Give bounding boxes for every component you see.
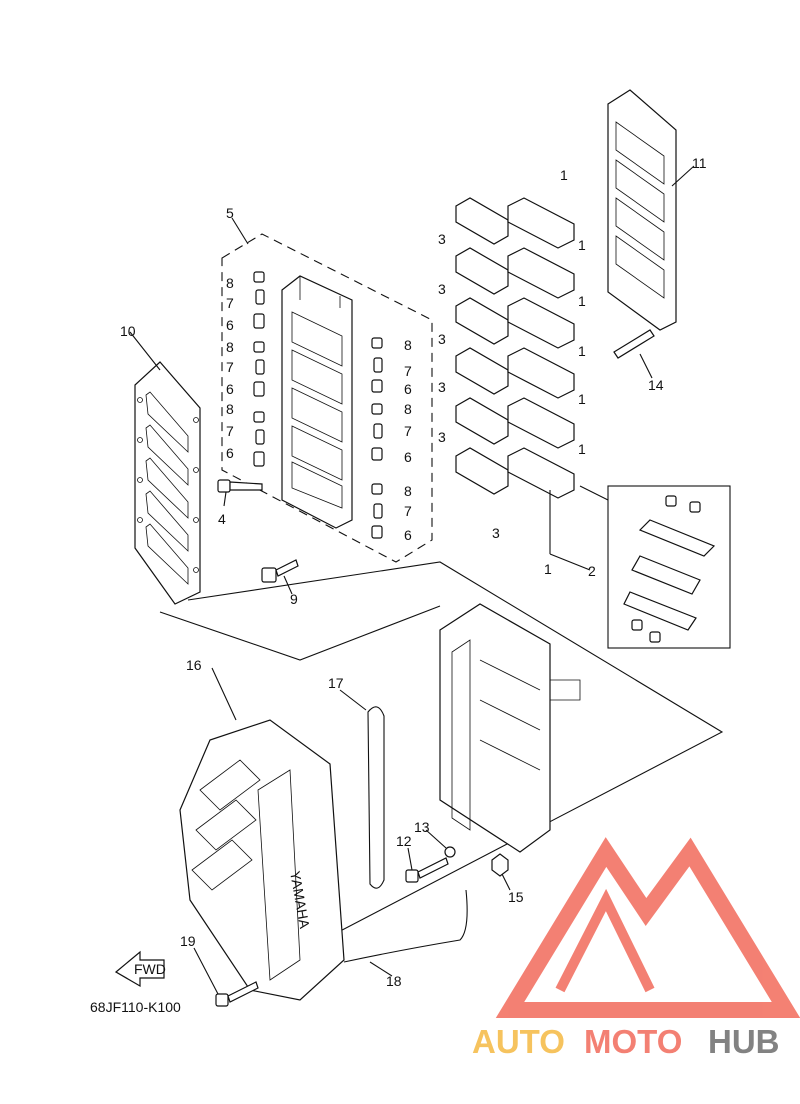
callout-1: 1	[578, 343, 586, 359]
callout-1: 1	[560, 167, 568, 183]
callout-1: 1	[578, 293, 586, 309]
nut-15[interactable]	[491, 853, 509, 877]
callout-6: 6	[226, 381, 234, 397]
intake-manifold[interactable]	[439, 603, 581, 853]
callout-7: 7	[226, 359, 234, 375]
silencer-cover-16[interactable]: YAMAHA	[179, 719, 345, 1001]
callout-6: 6	[226, 317, 234, 333]
callout-8: 8	[226, 401, 234, 417]
fwd-label: FWD	[134, 961, 166, 977]
watermark-moto: MOTO	[584, 1023, 682, 1060]
watermark-auto: AUTO	[472, 1023, 565, 1060]
group-5-outline	[221, 233, 433, 563]
washer-13[interactable]	[444, 846, 456, 858]
callout-1: 1	[578, 237, 586, 253]
hose-18[interactable]	[343, 889, 468, 963]
fittings-left[interactable]	[253, 271, 265, 467]
callout-13: 13	[414, 819, 430, 835]
leader-lines	[129, 165, 695, 995]
diagram-code: 68JF110-K100	[90, 999, 181, 1015]
bolt-9[interactable]	[261, 559, 299, 583]
callout-2: 2	[588, 563, 596, 579]
callout-8: 8	[226, 339, 234, 355]
watermark-triangle	[495, 837, 800, 1018]
callout-8: 8	[404, 483, 412, 499]
callout-3: 3	[438, 331, 446, 347]
bolt-19[interactable]	[215, 981, 259, 1007]
reed-valves-1[interactable]	[507, 197, 575, 499]
callout-9: 9	[290, 591, 298, 607]
callout-6: 6	[404, 381, 412, 397]
callout-4: 4	[218, 511, 226, 527]
callout-12: 12	[396, 833, 412, 849]
callout-1: 1	[578, 441, 586, 457]
callout-15: 15	[508, 889, 524, 905]
callout-6: 6	[404, 527, 412, 543]
callouts: 1 1 1 1 1 1 1 2 3 3 3 3 3 3 4 5 6 6 6 6 …	[120, 155, 707, 989]
watermark-logo: AUTO MOTO HUB	[472, 837, 800, 1060]
seal-17[interactable]	[367, 706, 385, 889]
callout-8: 8	[226, 275, 234, 291]
gasket-10[interactable]	[134, 361, 201, 605]
callout-3: 3	[492, 525, 500, 541]
callout-14: 14	[648, 377, 664, 393]
fittings-right[interactable]	[371, 337, 383, 539]
bolt-4[interactable]	[217, 479, 263, 493]
fwd-arrow: FWD	[114, 950, 166, 988]
callout-6: 6	[404, 449, 412, 465]
callout-1: 1	[544, 561, 552, 577]
callout-3: 3	[438, 379, 446, 395]
callout-10: 10	[120, 323, 136, 339]
callout-3: 3	[438, 281, 446, 297]
callout-5: 5	[226, 205, 234, 221]
callout-3: 3	[438, 429, 446, 445]
gasket-11[interactable]	[607, 89, 677, 331]
stud-14[interactable]	[613, 329, 655, 359]
callout-7: 7	[404, 363, 412, 379]
callout-19: 19	[180, 933, 196, 949]
watermark-inner-mark	[555, 888, 655, 993]
callout-1: 1	[578, 391, 586, 407]
callout-6: 6	[226, 445, 234, 461]
callout-8: 8	[404, 337, 412, 353]
callout-11: 11	[692, 155, 707, 171]
callout-7: 7	[226, 423, 234, 439]
callout-18: 18	[386, 973, 402, 989]
callout-3: 3	[438, 231, 446, 247]
reed-plates-3[interactable]	[455, 197, 509, 495]
callout-7: 7	[404, 423, 412, 439]
detail-inset-2	[607, 485, 731, 649]
reed-valve-plate[interactable]	[281, 275, 353, 529]
watermark-hub: HUB	[708, 1023, 780, 1060]
callout-8: 8	[404, 401, 412, 417]
callout-17: 17	[328, 675, 344, 691]
callout-7: 7	[226, 295, 234, 311]
bolt-12[interactable]	[405, 857, 449, 883]
callout-16: 16	[186, 657, 202, 673]
callout-7: 7	[404, 503, 412, 519]
